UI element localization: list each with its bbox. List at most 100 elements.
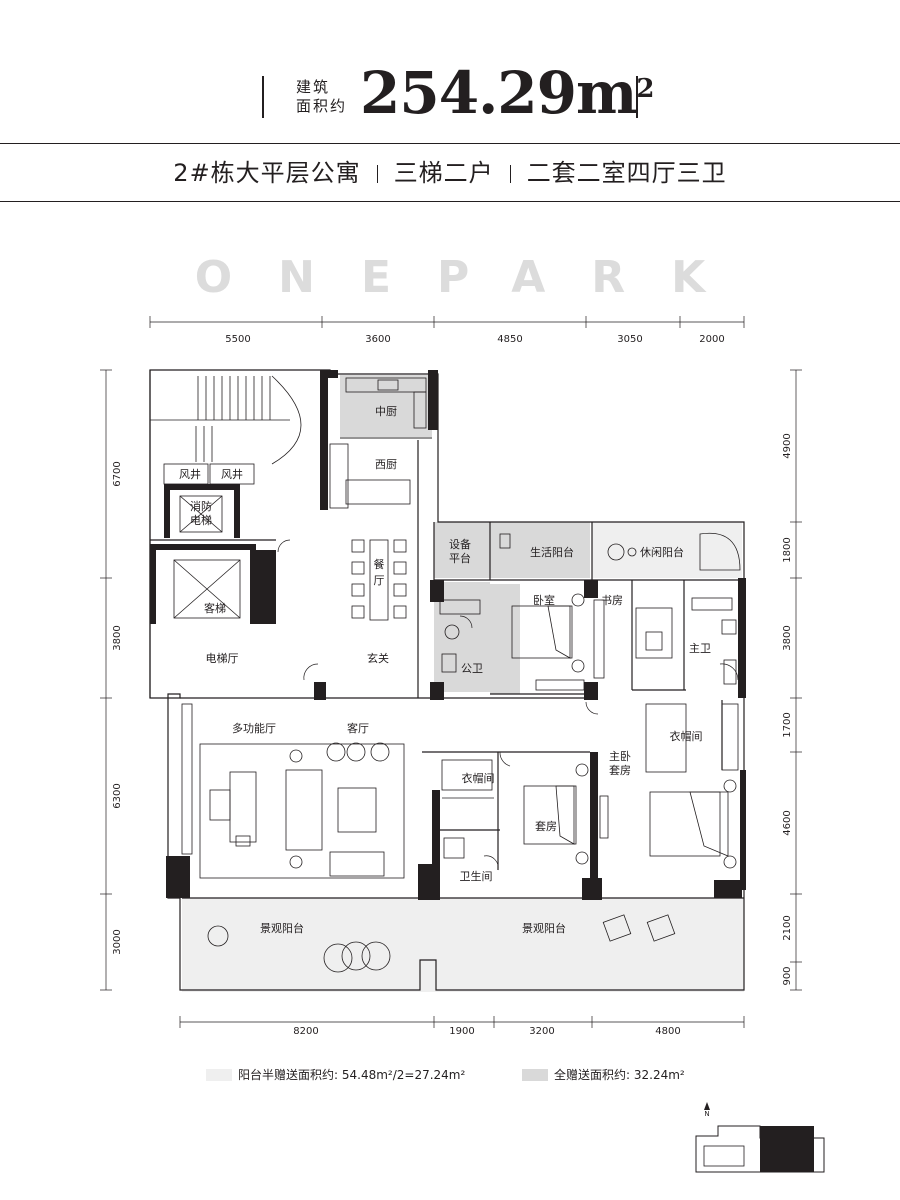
column-master-bottom xyxy=(714,880,742,898)
full-gift-area-service-balcony xyxy=(490,522,590,578)
dim-left-1: 6700 xyxy=(112,461,123,486)
room-leisure-balcony: 休闲阳台 xyxy=(640,545,684,559)
legend-half-gift-swatch xyxy=(206,1068,232,1081)
full-gift-area-equipment xyxy=(434,522,490,578)
wall-kitchen-top xyxy=(320,370,338,378)
room-bedroom: 卧室 xyxy=(533,593,555,607)
room-elevator-hall: 电梯厅 xyxy=(206,652,239,665)
dining-table xyxy=(351,539,407,621)
bedroom-furniture xyxy=(439,593,739,869)
column-bedroom-right-bottom xyxy=(584,682,598,700)
area-label-line1: 建筑 xyxy=(296,78,331,96)
column-suite-left xyxy=(418,864,440,900)
column-guest-elevator-left xyxy=(150,544,156,624)
dim-right-1: 4900 xyxy=(782,433,793,458)
column-fire-elevator-right xyxy=(234,484,240,538)
dim-bottom-1: 8200 xyxy=(293,1026,318,1037)
room-walk-in-closet-suite: 衣帽间 xyxy=(462,771,495,785)
wall-master-right xyxy=(740,770,746,890)
elevator-boxes xyxy=(163,463,255,619)
room-landscape-balcony-2: 景观阳台 xyxy=(522,921,566,935)
room-bathroom: 卫生间 xyxy=(460,869,493,883)
room-master-suite-2: 套房 xyxy=(609,764,631,777)
living-furniture xyxy=(181,703,405,879)
wall-master-bath-right xyxy=(738,578,746,698)
dim-bottom-2: 1900 xyxy=(449,1026,474,1037)
room-master-suite-1: 主卧 xyxy=(609,750,631,763)
room-kitchen-western: 西厨 xyxy=(375,458,397,471)
subtitle-elevators: 三梯二户 xyxy=(393,159,494,187)
column-public-bath-top xyxy=(430,580,444,602)
room-guest-elevator: 客梯 xyxy=(204,601,226,615)
stairs xyxy=(150,376,290,462)
dim-top-4: 3050 xyxy=(617,334,642,345)
column-bedroom-right-top xyxy=(584,580,598,598)
dim-left-3: 6300 xyxy=(112,783,123,808)
room-fire-elevator-1: 消防 xyxy=(190,499,212,513)
key-plan-core xyxy=(703,1145,745,1167)
dim-right-5: 4600 xyxy=(782,810,793,835)
header-rule-top xyxy=(0,143,900,144)
legend-full-gift-label: 全赠送面积约: 32.24m² xyxy=(554,1068,685,1082)
room-dining-2: 厅 xyxy=(374,574,385,587)
room-public-bath: 公卫 xyxy=(461,662,483,675)
door-swings xyxy=(277,539,739,871)
north-arrow-icon xyxy=(704,1102,710,1110)
column-public-bath-bottom xyxy=(430,682,444,700)
room-equipment-platform-1: 设备 xyxy=(449,537,471,551)
dim-left-2: 3800 xyxy=(112,625,123,650)
dim-top-1: 5500 xyxy=(225,334,250,345)
area-label: 建筑 面积约 xyxy=(296,78,356,116)
half-gift-area-landscape-balcony xyxy=(182,898,744,992)
column-fire-elevator xyxy=(164,484,240,490)
kitchen-fixtures xyxy=(329,377,432,509)
dim-right-3: 3800 xyxy=(782,625,793,650)
room-suite: 套房 xyxy=(535,820,557,833)
area-unit-superscript: 2 xyxy=(636,74,654,104)
subtitle-separator xyxy=(376,165,378,183)
column-suite-divider xyxy=(590,752,598,882)
balcony-furniture xyxy=(207,532,741,973)
room-kitchen-chinese: 中厨 xyxy=(375,405,397,418)
room-living: 客厅 xyxy=(347,721,369,735)
column-bath-wall xyxy=(432,790,440,870)
column-fire-elevator-left xyxy=(164,484,170,538)
dim-left-4: 3000 xyxy=(112,929,123,954)
dim-bottom-3: 3200 xyxy=(529,1026,554,1037)
dim-top-2: 3600 xyxy=(365,334,390,345)
subtitle-layout: 二套二室四厅三卫 xyxy=(526,159,727,187)
column-foyer xyxy=(314,682,326,700)
dim-top-5: 2000 xyxy=(699,334,724,345)
legend-half-gift: 阳台半赠送面积约: 54.48m²/2=27.24m² xyxy=(206,1066,465,1083)
dimension-lines xyxy=(100,316,802,1028)
column-guest-elevator-top xyxy=(150,544,256,550)
dim-top-3: 4850 xyxy=(497,334,522,345)
room-air-shaft-1: 风井 xyxy=(179,467,201,481)
half-gift-area-leisure xyxy=(592,522,742,578)
compass: N xyxy=(700,1102,714,1118)
column-guest-elevator-wall xyxy=(256,550,276,624)
dim-right-6: 2100 xyxy=(782,915,793,940)
dim-right-2: 1800 xyxy=(782,537,793,562)
header-divider-right xyxy=(636,76,638,118)
compass-label: N xyxy=(704,1110,710,1118)
wall-kitchen-left xyxy=(320,370,328,510)
legend-full-gift-swatch xyxy=(522,1068,548,1081)
header-rule-bottom xyxy=(0,201,900,202)
key-plan-highlight xyxy=(760,1126,814,1172)
legend-half-gift-label: 阳台半赠送面积约: 54.48m²/2=27.24m² xyxy=(238,1068,466,1082)
dim-bottom-4: 4800 xyxy=(655,1026,680,1037)
column-living-left xyxy=(166,856,190,898)
room-air-shaft-2: 风井 xyxy=(221,467,243,481)
room-study: 书房 xyxy=(601,594,623,607)
subtitle-separator xyxy=(509,165,511,183)
gift-area-shading xyxy=(182,375,744,992)
header-divider-left xyxy=(262,76,264,118)
dim-right-4: 1700 xyxy=(782,712,793,737)
room-multi-function-hall: 多功能厅 xyxy=(232,721,276,735)
room-walk-in-closet-master: 衣帽间 xyxy=(670,729,703,743)
room-foyer: 玄关 xyxy=(367,651,389,665)
wall-kitchen-right xyxy=(428,370,438,430)
full-gift-area-corridor xyxy=(490,584,520,694)
